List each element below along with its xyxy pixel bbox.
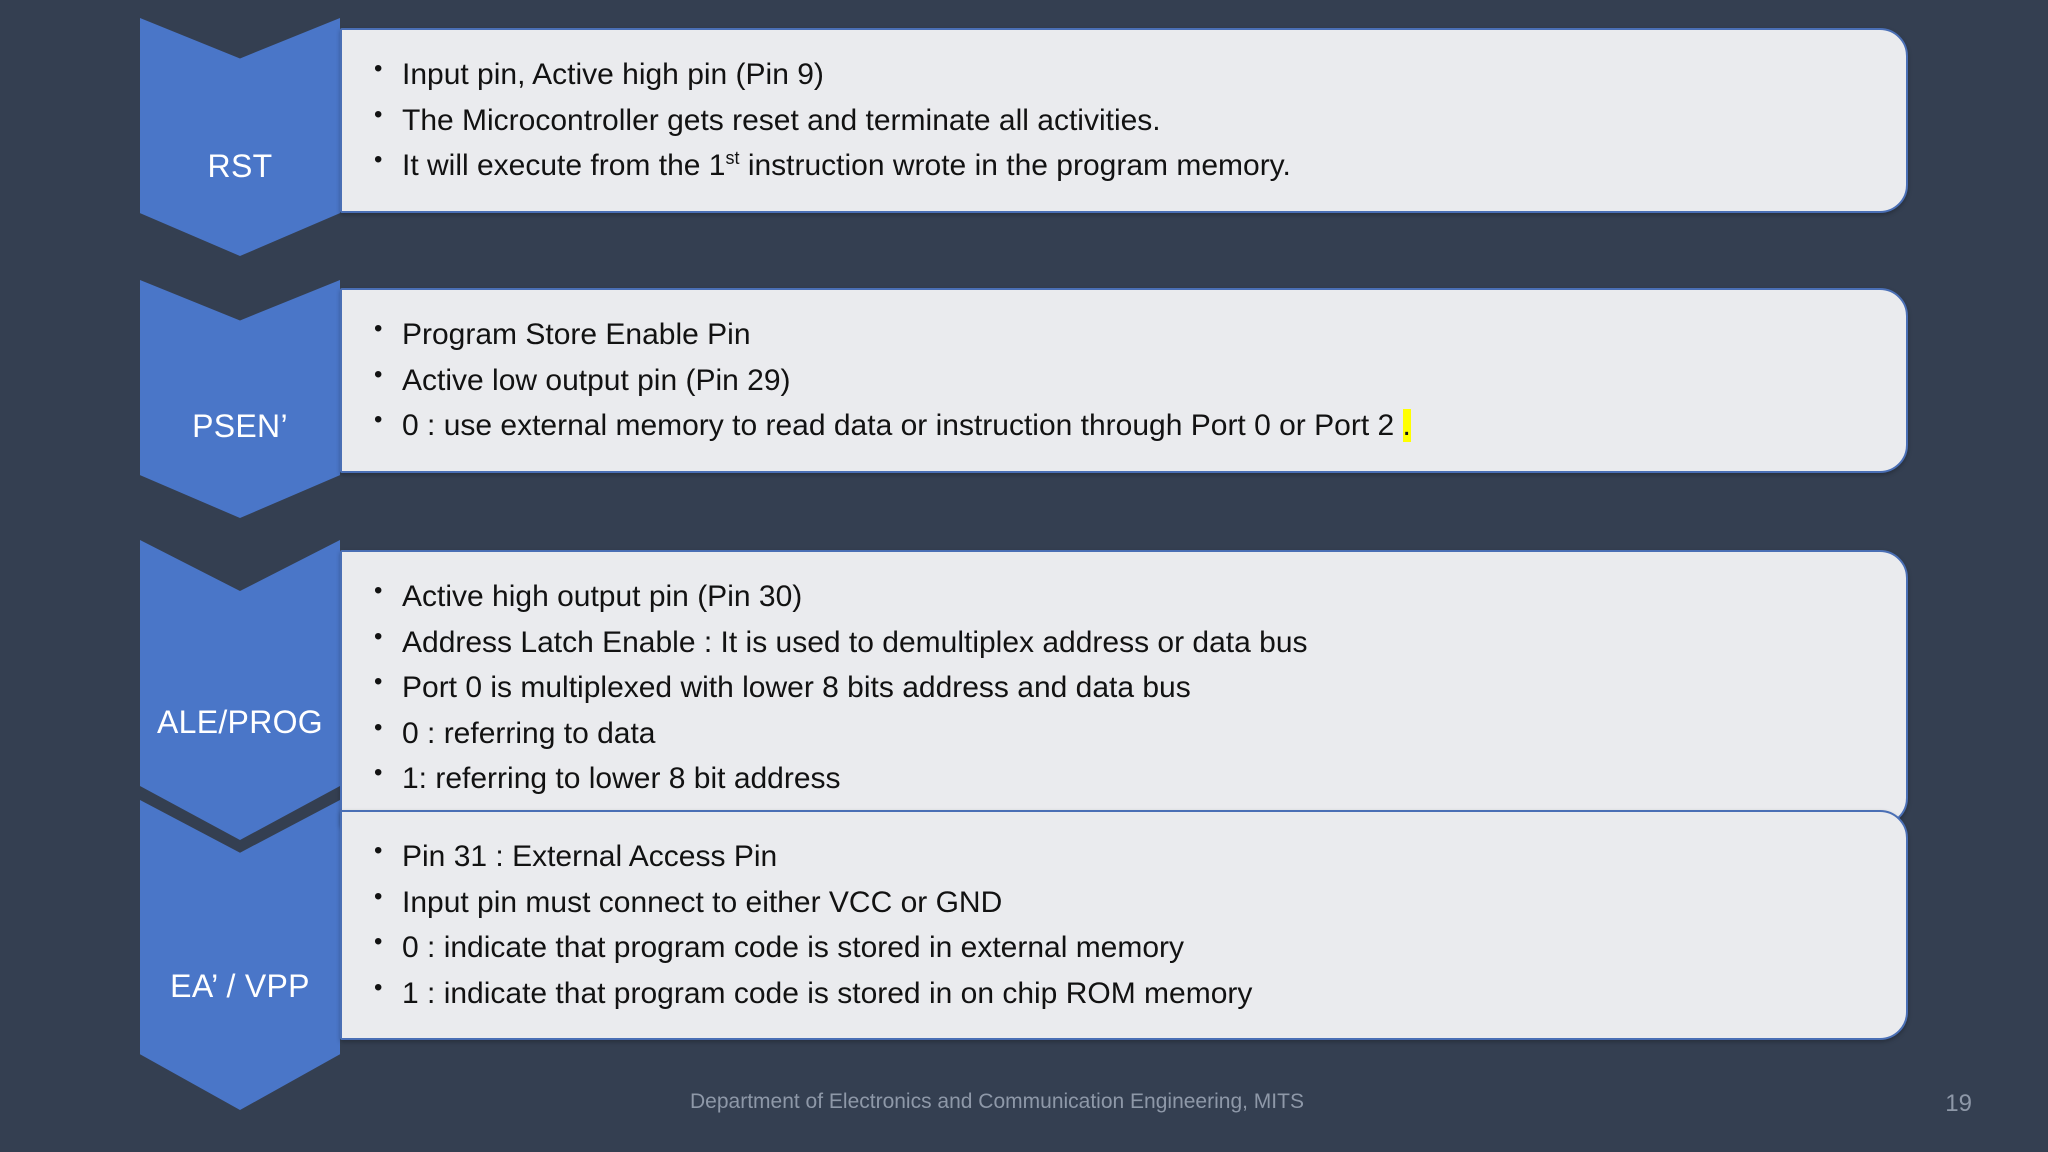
- content-card-psen: Program Store Enable Pin Active low outp…: [340, 288, 1908, 473]
- bullet-list-ea-vpp: Pin 31 : External Access Pin Input pin m…: [368, 832, 1876, 1017]
- bullet-list-rst: Input pin, Active high pin (Pin 9) The M…: [368, 50, 1876, 189]
- content-card-ea-vpp: Pin 31 : External Access Pin Input pin m…: [340, 810, 1908, 1041]
- bullet-list-ale-prog: Active high output pin (Pin 30) Address …: [368, 572, 1876, 802]
- bullet-list-psen: Program Store Enable Pin Active low outp…: [368, 310, 1876, 449]
- list-item: 0 : indicate that program code is stored…: [368, 923, 1876, 971]
- list-item: Program Store Enable Pin: [368, 310, 1876, 358]
- list-item: 0 : referring to data: [368, 709, 1876, 757]
- list-item: Address Latch Enable : It is used to dem…: [368, 618, 1876, 666]
- rst-bullet3-post: instruction wrote in the program memory.: [739, 149, 1291, 183]
- list-item: Pin 31 : External Access Pin: [368, 832, 1876, 880]
- list-item: It will execute from the 1st instruction…: [368, 141, 1876, 189]
- list-item: Active low output pin (Pin 29): [368, 356, 1876, 404]
- chevron-ea-vpp: [140, 800, 340, 1110]
- list-item: Port 0 is multiplexed with lower 8 bits …: [368, 663, 1876, 711]
- content-card-ale-prog: Active high output pin (Pin 30) Address …: [340, 550, 1908, 826]
- list-item: 0 : use external memory to read data or …: [368, 401, 1876, 449]
- psen-bullet3-main: 0 : use external memory to read data or …: [402, 409, 1403, 443]
- list-item: 1: referring to lower 8 bit address: [368, 754, 1876, 802]
- content-card-rst: Input pin, Active high pin (Pin 9) The M…: [340, 28, 1908, 213]
- chevron-rst: [140, 18, 340, 256]
- list-item: Input pin must connect to either VCC or …: [368, 878, 1876, 926]
- ordinal-suffix: st: [725, 148, 740, 169]
- slide-page-number: 19: [1945, 1090, 1972, 1117]
- list-item: The Microcontroller gets reset and termi…: [368, 96, 1876, 144]
- chevron-ale-prog: [140, 540, 340, 840]
- list-item: Input pin, Active high pin (Pin 9): [368, 50, 1876, 98]
- highlighted-period: .: [1402, 409, 1411, 443]
- chevron-psen: [140, 280, 340, 518]
- list-item: Active high output pin (Pin 30): [368, 572, 1876, 620]
- footer-department-note: Department of Electronics and Communicat…: [690, 1090, 1304, 1113]
- rst-bullet3-pre: It will execute from the 1: [402, 149, 726, 183]
- list-item: 1 : indicate that program code is stored…: [368, 969, 1876, 1017]
